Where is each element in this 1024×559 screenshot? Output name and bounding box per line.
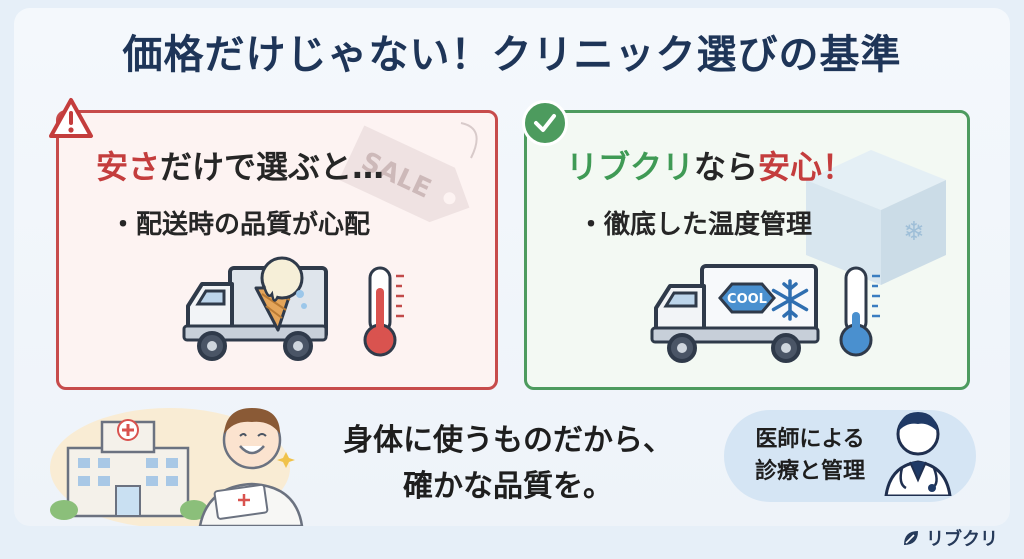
ice-cream-icon: [254, 256, 307, 332]
ice-cube-icon: ❄: [806, 150, 946, 285]
warning-icon: [48, 96, 94, 142]
cheap-bullet: ・配送時の品質が心配: [110, 210, 371, 240]
ribcli-heading-mid: なら: [694, 148, 759, 186]
cheap-heading-accent: 安さ: [96, 148, 161, 186]
clinic-scene: [50, 408, 304, 526]
brand-name: リブクリ: [926, 529, 998, 550]
message-line-1: 身体に使うものだから、: [343, 423, 673, 458]
page-title: 価格だけじゃない！クリニック選びの基準: [122, 32, 902, 78]
ribcli-heading-accent: 安心！: [758, 148, 855, 186]
svg-text:❄: ❄: [903, 217, 925, 247]
ribcli-heading-brand: リブクリ: [566, 148, 695, 186]
cool-truck-icon: COOL: [650, 264, 820, 363]
doctor-line-2: 診療と管理: [754, 459, 865, 484]
check-icon: [522, 100, 568, 146]
price-tag-icon: SALE: [338, 122, 478, 223]
brand-leaf-icon: [904, 531, 918, 545]
thermometer-hot-icon: [363, 266, 404, 357]
cheap-heading-rest: だけで選ぶと…: [160, 148, 385, 186]
smiling-person-icon: [198, 408, 304, 526]
ribcli-heading: リブクリなら安心！: [566, 142, 854, 188]
cool-label: COOL: [727, 292, 767, 307]
doctor-text: 医師による 診療と管理: [750, 424, 870, 488]
thermometer-cold-icon: [839, 266, 880, 357]
snowflake-icon: [771, 279, 809, 321]
brand-logo: リブクリ: [900, 525, 998, 551]
cheap-heading: 安さだけで選ぶと…: [96, 142, 384, 188]
message-line-2: 確かな品質を。: [403, 469, 613, 504]
ribcli-bullet: ・徹底した温度管理: [578, 210, 813, 240]
doctor-icon: [884, 412, 952, 496]
doctor-line-1: 医師による: [755, 427, 865, 452]
hospital-icon: [50, 419, 208, 520]
quality-message: 身体に使うものだから、 確かな品質を。: [318, 418, 698, 510]
